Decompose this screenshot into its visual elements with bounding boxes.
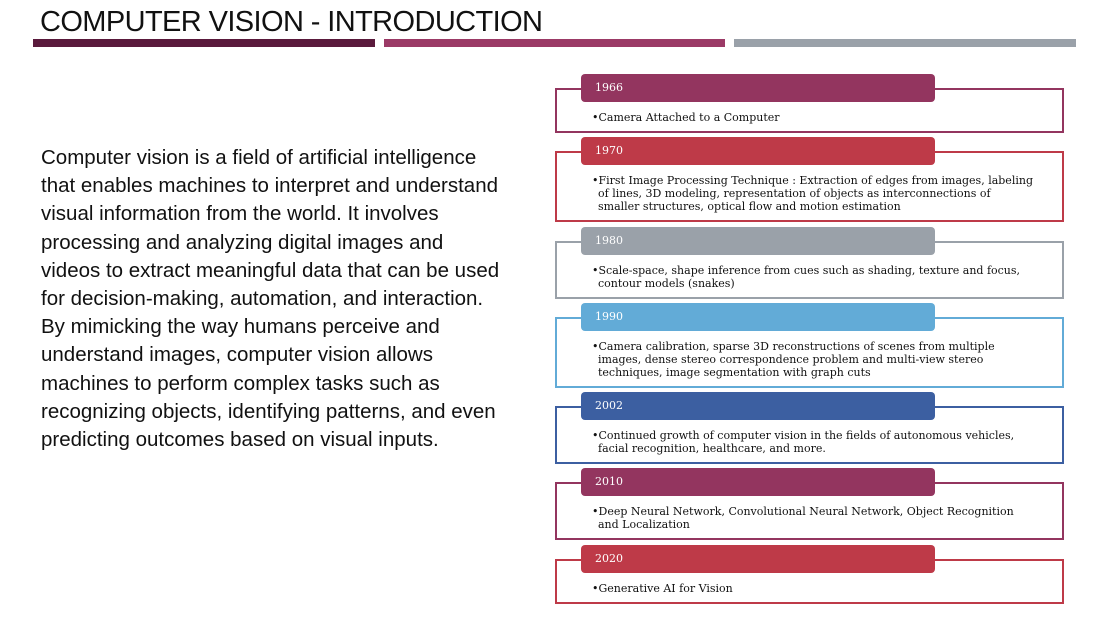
timeline-item: First Image Processing Technique : Extra… bbox=[555, 137, 1064, 222]
timeline-item: Camera calibration, sparse 3D reconstruc… bbox=[555, 303, 1064, 388]
timeline-description: Camera calibration, sparse 3D reconstruc… bbox=[592, 340, 1034, 379]
timeline-description: Continued growth of computer vision in t… bbox=[592, 429, 1034, 455]
intro-paragraph: Computer vision is a field of artificial… bbox=[41, 146, 500, 452]
timeline-description: Camera Attached to a Computer bbox=[592, 111, 780, 124]
timeline-year-label: 1966 bbox=[581, 74, 935, 102]
timeline-year-label: 2020 bbox=[581, 545, 935, 573]
timeline-item: Camera Attached to a Computer 1966 bbox=[555, 74, 1064, 133]
timeline-description: Generative AI for Vision bbox=[592, 582, 733, 595]
timeline-item: Continued growth of computer vision in t… bbox=[555, 392, 1064, 464]
title-underline-segment-1 bbox=[33, 39, 375, 47]
timeline-year-label: 2010 bbox=[581, 468, 935, 496]
timeline-year-label: 1970 bbox=[581, 137, 935, 165]
timeline-description: First Image Processing Technique : Extra… bbox=[592, 174, 1034, 213]
slide-title: COMPUTER VISION - INTRODUCTION bbox=[40, 6, 543, 38]
title-underline-segment-2 bbox=[384, 39, 725, 47]
timeline-year-label: 1980 bbox=[581, 227, 935, 255]
title-underline-segment-3 bbox=[734, 39, 1076, 47]
timeline-item: Scale-space, shape inference from cues s… bbox=[555, 227, 1064, 299]
timeline-description: Scale-space, shape inference from cues s… bbox=[592, 264, 1034, 290]
timeline-year-label: 1990 bbox=[581, 303, 935, 331]
timeline-year-label: 2002 bbox=[581, 392, 935, 420]
timeline-description: Deep Neural Network, Convolutional Neura… bbox=[592, 505, 1034, 531]
timeline-item: Generative AI for Vision 2020 bbox=[555, 545, 1064, 604]
timeline-item: Deep Neural Network, Convolutional Neura… bbox=[555, 468, 1064, 540]
